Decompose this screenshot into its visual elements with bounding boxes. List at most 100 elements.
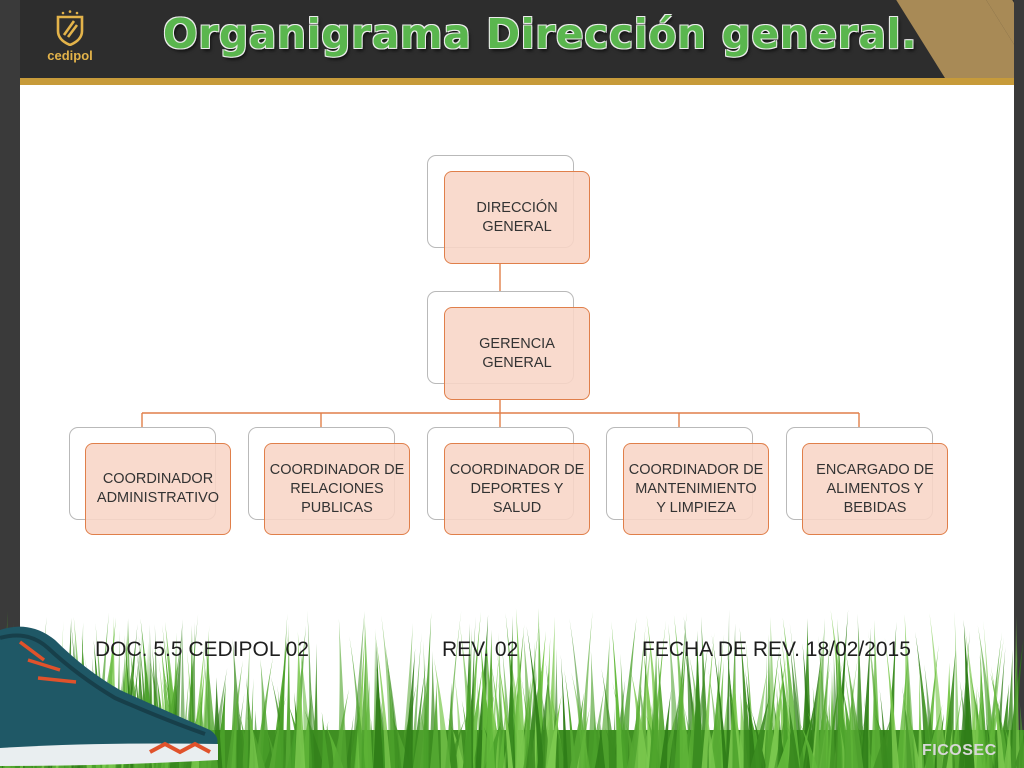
grass-blade: [560, 654, 568, 768]
grass-blade: [802, 686, 818, 768]
grass-blade: [611, 621, 624, 768]
grass-blade: [386, 657, 402, 768]
grass-blade: [1018, 701, 1024, 768]
node-line: ENCARGADO DE: [816, 461, 934, 478]
grass-blade: [873, 715, 892, 768]
grass-blade: [285, 623, 292, 768]
grass-blade: [917, 666, 923, 768]
grass-blade: [820, 704, 830, 768]
grass-blade: [782, 617, 801, 768]
logo-text: cedipol: [47, 48, 93, 63]
grass-blade: [410, 633, 422, 768]
grass-blade: [990, 666, 1005, 768]
grass-blade: [946, 721, 954, 768]
grass-blade: [345, 715, 354, 768]
grass-blade: [350, 610, 365, 768]
grass-blade: [260, 658, 272, 768]
grass-blade: [412, 675, 428, 768]
grass-blade: [692, 630, 703, 768]
grass-blade: [729, 676, 740, 768]
grass-blade: [598, 636, 610, 768]
node-box: COORDINADOR DE MANTENIMIENTO Y LIMPIEZA: [623, 443, 769, 535]
node-line: COORDINADOR: [102, 471, 214, 487]
grass-blade: [236, 698, 244, 768]
grass-blade: [929, 613, 947, 768]
grass-blade: [485, 634, 496, 768]
grass-blade: [337, 618, 348, 768]
grass-blade: [774, 713, 786, 768]
header-bar: [0, 0, 1024, 78]
grass-blade: [242, 641, 250, 768]
grass-blade: [1009, 643, 1019, 768]
grass-blade: [412, 663, 427, 768]
grass-blade: [454, 675, 465, 768]
node-line: COORDINADOR DE: [269, 461, 405, 478]
grass-blade: [430, 681, 440, 768]
grass-blade: [515, 608, 527, 768]
grass-blade: [994, 646, 1006, 768]
grass-blade: [354, 706, 360, 768]
running-shoe-illustration: [0, 626, 218, 766]
node-box: GERENCIA GENERAL: [444, 307, 590, 400]
grass-blade: [589, 687, 605, 768]
grass-blade: [963, 619, 975, 768]
grass-blade: [287, 713, 297, 768]
grass-blade: [215, 680, 226, 768]
grass-blade: [505, 615, 514, 768]
node-line: PUBLICAS: [301, 499, 373, 516]
node-line: GENERAL: [482, 354, 552, 371]
grass-blade: [712, 660, 724, 768]
grass-blade: [701, 632, 715, 768]
grass-blade: [711, 634, 728, 768]
grass-blade: [373, 640, 384, 768]
grass-blade: [817, 640, 831, 768]
grass-blade: [739, 627, 752, 768]
grass-blade: [374, 630, 391, 768]
grass-blade: [237, 708, 252, 768]
ficosec-watermark: FICOSEC: [922, 742, 997, 759]
grass-blade: [954, 611, 961, 768]
node-box: COORDINADOR DE RELACIONES PUBLICAS: [264, 443, 410, 535]
grass-blade: [634, 639, 652, 768]
grass-blade: [363, 613, 373, 768]
grass-blade: [601, 668, 617, 768]
grass-blade: [869, 644, 883, 768]
footer-doc: DOC. 5.5 CEDIPOL 02: [95, 638, 309, 661]
node-box: COORDINADOR DE DEPORTES Y SALUD: [444, 443, 590, 535]
grass-blade: [294, 631, 306, 768]
grass-blade: [777, 727, 792, 768]
node-line: GERENCIA: [479, 335, 555, 352]
grass-blade: [799, 721, 818, 768]
right-frame: [1014, 0, 1024, 768]
grass-blade: [811, 635, 824, 768]
grass-blade: [421, 612, 432, 768]
grass-blade: [917, 657, 934, 768]
grass-blade: [226, 660, 243, 768]
grass-blade: [903, 639, 916, 768]
header-gold-line: [20, 78, 1014, 85]
grass-blade: [463, 628, 472, 768]
grass-blade: [1003, 715, 1012, 768]
grass-blade: [964, 629, 983, 768]
grass-blade: [545, 616, 556, 768]
footer-rev: REV. 02: [442, 638, 519, 661]
grass-blade: [402, 648, 416, 768]
grass-blade: [860, 627, 872, 768]
node-line: MANTENIMIENTO: [635, 480, 757, 497]
grass-blade: [725, 609, 730, 768]
node-line: SALUD: [492, 499, 542, 516]
grass-blade: [349, 636, 366, 768]
cedipol-shield-icon: [56, 10, 84, 46]
node-box: ENCARGADO DE ALIMENTOS Y BEBIDAS: [802, 443, 948, 535]
node-line: DEPORTES Y: [470, 480, 564, 497]
grass-blade: [768, 658, 787, 768]
grass-blade: [745, 669, 757, 768]
grass-blade: [750, 694, 771, 768]
grass-blade: [276, 613, 288, 768]
grass-blade: [321, 711, 330, 768]
grass-blade: [546, 694, 562, 768]
grass-blade: [231, 685, 238, 768]
grass-blade: [976, 684, 990, 768]
grass-blade: [765, 644, 781, 768]
